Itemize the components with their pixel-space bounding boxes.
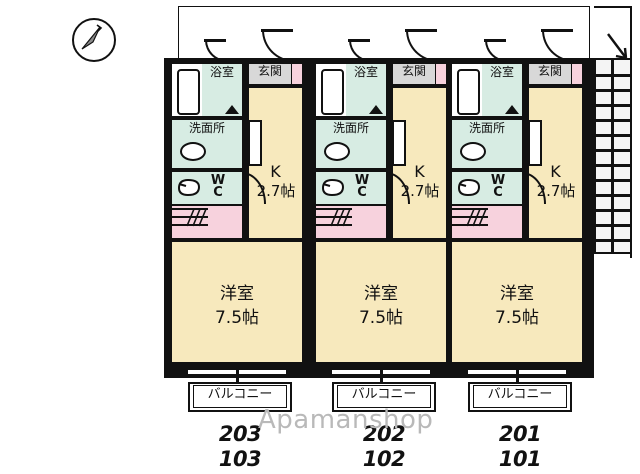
kitchen-counter-right — [452, 206, 522, 238]
hall-dotted-divider-middle — [390, 92, 393, 128]
entrance-label-right: 玄関 — [537, 64, 562, 78]
kitchen-counter-middle — [316, 206, 386, 238]
balcony-inner-right — [473, 385, 567, 408]
staircase-up-icon — [594, 58, 632, 254]
kitchen-counter-left — [172, 206, 242, 238]
kitchen-label-middle: K — [414, 162, 425, 181]
toilet-icon-left — [177, 178, 201, 197]
balcony-label-left: バルコニー — [207, 387, 273, 402]
counter-line-a-right — [452, 208, 488, 210]
washroom-label-middle: 洗面所 — [332, 121, 369, 135]
unit-number-upper-middle: 202 — [362, 422, 406, 446]
bath-window-leaf-left — [204, 39, 226, 42]
entrance-tile-middle — [393, 64, 435, 84]
entrance-shoe-box-left — [292, 64, 302, 84]
entrance-door-leaf-left — [261, 29, 293, 32]
stove-burner-icon-left — [186, 208, 207, 227]
bath-label-middle: 浴室 — [353, 65, 378, 79]
entrance-tile-left — [249, 64, 291, 84]
bathtub-icon-middle — [321, 69, 344, 115]
western-room-left — [172, 242, 302, 362]
bath-door-marker-middle — [369, 105, 383, 114]
stove-burner-icon-middle — [330, 208, 351, 227]
window-mullion-middle — [380, 362, 383, 382]
toilet-icon-right — [457, 178, 481, 197]
kitchen-size-left: 2.7帖 — [256, 182, 296, 200]
western-room-right — [452, 242, 582, 362]
stove-burner-icon-right — [466, 208, 487, 227]
unit-number-upper-right: 201 — [498, 422, 542, 446]
western-room-middle — [316, 242, 446, 362]
entrance-tile-right — [529, 64, 571, 84]
balcony-label-middle: バルコニー — [351, 387, 417, 402]
kitchen-label-left: K — [270, 162, 281, 181]
balcony-inner-middle — [337, 385, 431, 408]
bath-label-left: 浴室 — [209, 65, 234, 79]
western-room-label-left: 洋室 — [220, 284, 254, 304]
balcony-label-right: バルコニー — [487, 387, 553, 402]
bathtub-icon-right — [457, 69, 480, 115]
washbasin-icon-right — [460, 142, 486, 161]
unit-number-lower-middle: 102 — [362, 447, 406, 471]
site-boundary-top — [594, 6, 632, 8]
counter-line-a-left — [172, 208, 208, 210]
entrance-door-leaf-middle — [405, 29, 437, 32]
hall-storage-left — [248, 120, 262, 166]
counter-line-c-middle — [316, 224, 352, 226]
western-room-label-middle: 洋室 — [364, 284, 398, 304]
western-room-size-left: 7.5帖 — [214, 308, 260, 328]
bath-window-leaf-middle — [348, 39, 370, 42]
site-boundary-right — [630, 6, 632, 258]
bath-label-right: 浴室 — [489, 65, 514, 79]
balcony-outer-middle — [332, 382, 436, 412]
hall-dotted-divider-right — [526, 92, 529, 128]
balcony-outer-left — [188, 382, 292, 412]
balcony-outer-right — [468, 382, 572, 412]
balcony-inner-left — [193, 385, 287, 408]
washroom-label-left: 洗面所 — [188, 121, 225, 135]
toilet-icon-middle — [321, 178, 345, 197]
bath-door-marker-right — [505, 105, 519, 114]
window-mullion-right — [516, 362, 519, 382]
kitchen-size-middle: 2.7帖 — [400, 182, 440, 200]
western-room-size-right: 7.5帖 — [494, 308, 540, 328]
counter-line-a-middle — [316, 208, 352, 210]
bath-window-leaf-right — [484, 39, 506, 42]
north-arrow-icon — [72, 18, 116, 62]
unit-number-lower-left: 103 — [218, 447, 262, 471]
kitchen-size-right: 2.7帖 — [536, 182, 576, 200]
western-room-label-right: 洋室 — [500, 284, 534, 304]
watermark-text: Apamanshop — [258, 405, 434, 435]
western-room-size-middle: 7.5帖 — [358, 308, 404, 328]
hall-dotted-divider-left — [246, 92, 249, 128]
unit-number-lower-right: 101 — [498, 447, 542, 471]
bath-door-marker-left — [225, 105, 239, 114]
stair-direction-arrow-icon — [607, 33, 628, 60]
entrance-shoe-box-right — [572, 64, 582, 84]
kitchen-label-right: K — [550, 162, 561, 181]
bathtub-icon-left — [177, 69, 200, 115]
window-mullion-left — [236, 362, 239, 382]
washbasin-icon-left — [180, 142, 206, 161]
hall-storage-right — [528, 120, 542, 166]
counter-line-c-right — [452, 224, 488, 226]
entrance-shoe-box-middle — [436, 64, 446, 84]
entrance-label-middle: 玄関 — [401, 64, 426, 78]
washroom-label-right: 洗面所 — [468, 121, 505, 135]
entrance-door-leaf-right — [541, 29, 573, 32]
counter-line-c-left — [172, 224, 208, 226]
building-eave-outline — [178, 6, 590, 64]
unit-number-upper-left: 203 — [218, 422, 262, 446]
hall-storage-middle — [392, 120, 406, 166]
entrance-label-left: 玄関 — [257, 64, 282, 78]
washbasin-icon-middle — [324, 142, 350, 161]
